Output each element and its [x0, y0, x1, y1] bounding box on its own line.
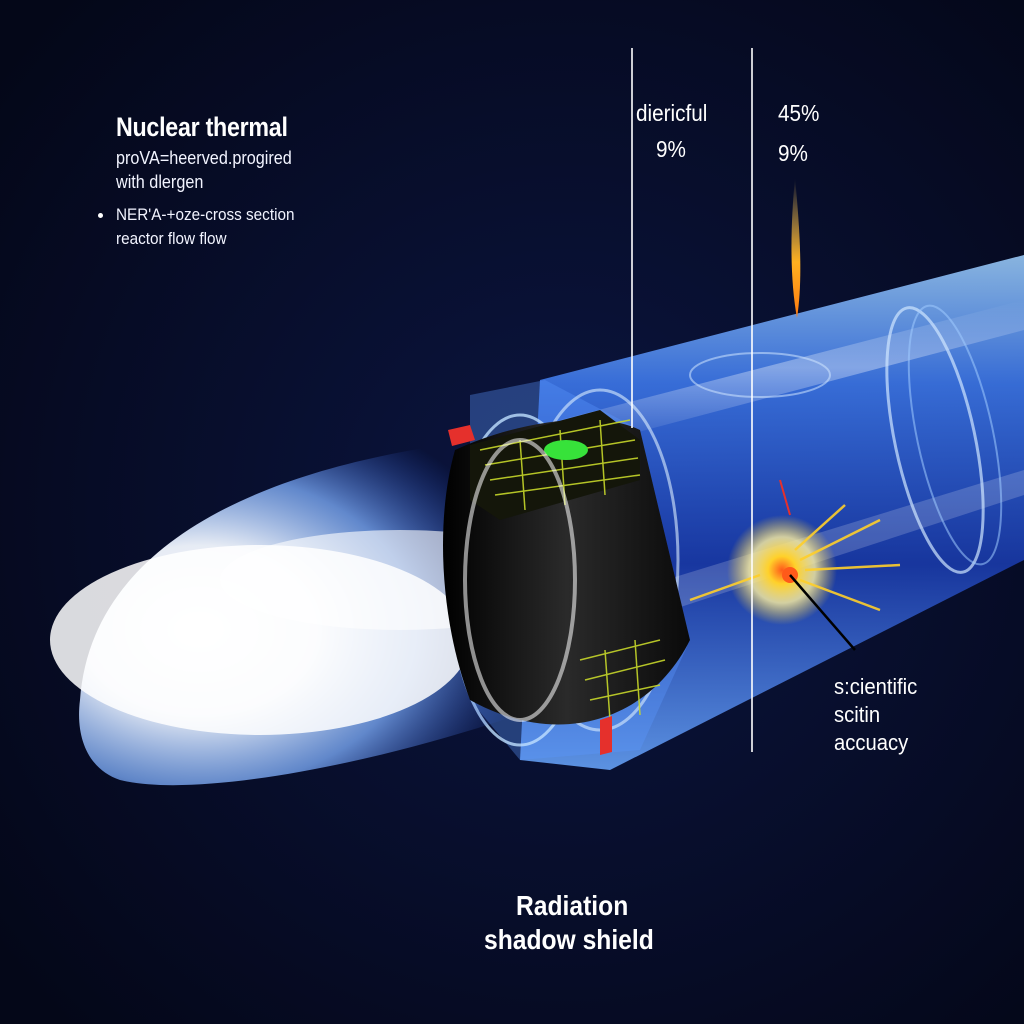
side-label-line-2: scitin: [834, 702, 881, 727]
bullet-line-1: NER'A-+oze-cross section: [116, 205, 295, 224]
subtitle-line-2: with dlergen: [116, 172, 204, 192]
footer-line-1: Radiation: [516, 890, 629, 921]
flame-jet: [791, 178, 801, 318]
bullet-line-2: reactor flow flow: [116, 229, 227, 248]
diagram-title: Nuclear thermal: [116, 112, 288, 142]
side-label-line-3: accuacy: [834, 730, 909, 755]
bullet-icon: [98, 213, 103, 218]
marker-1-value: 9%: [656, 136, 686, 162]
footer-line-2: shadow shield: [484, 924, 654, 955]
nozzle-exhaust-plume: [50, 440, 580, 786]
marker-2-value: 9%: [778, 140, 808, 166]
side-label-line-1: s:cientific: [834, 674, 918, 699]
subtitle-line-1: proVA=heerved.progired: [116, 148, 292, 168]
hot-spot-spark: [689, 479, 901, 651]
marker-1-label: diericful: [636, 100, 708, 126]
marker-2-label: 45%: [778, 100, 820, 126]
reactor-core-chip: [443, 410, 690, 755]
